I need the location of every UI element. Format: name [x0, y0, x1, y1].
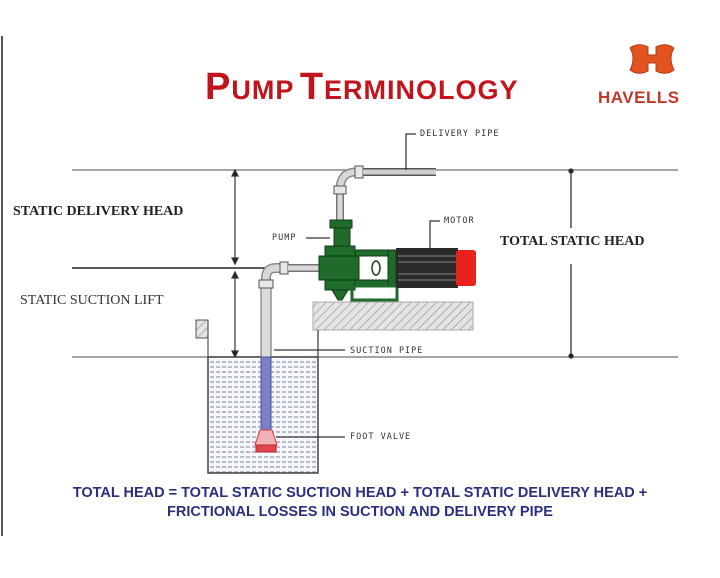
label-motor: MOTOR: [444, 216, 475, 226]
formula-line-2: FRICTIONAL LOSSES IN SUCTION AND DELIVER…: [167, 504, 553, 520]
label-static-delivery-head: STATIC DELIVERY HEAD: [13, 204, 184, 219]
title-initial-p: P: [205, 66, 232, 108]
label-foot-valve: FOOT VALVE: [350, 432, 412, 442]
title-rest-erminology: ERMINOLOGY: [324, 75, 519, 105]
pump-foundation: [312, 301, 474, 331]
total-static-head-dimension: [568, 168, 574, 359]
slide-left-border: [1, 36, 3, 536]
label-suction-pipe: SUCTION PIPE: [350, 346, 424, 356]
title-rest-ump: UMP: [231, 75, 295, 105]
havells-logo-icon: [629, 44, 675, 74]
label-delivery-pipe: DELIVERY PIPE: [420, 129, 500, 139]
suction-pipe: [258, 261, 322, 433]
brand-name: HAVELLS: [598, 88, 680, 107]
label-static-suction-lift: STATIC SUCTION LIFT: [20, 293, 164, 308]
formula-line-1: TOTAL HEAD = TOTAL STATIC SUCTION HEAD +…: [72, 485, 648, 501]
static-delivery-head-dimension: [231, 168, 239, 266]
pump-coupling: [371, 260, 381, 276]
slide-title: PUMP TERMINOLOGY: [205, 66, 519, 109]
label-pump: PUMP: [272, 233, 297, 243]
leader-lines: [274, 133, 440, 438]
pump-icon: [318, 219, 399, 302]
delivery-pipe: [333, 165, 436, 220]
total-head-formula: TOTAL HEAD = TOTAL STATIC SUCTION HEAD +…: [0, 484, 720, 522]
static-suction-lift-dimension: [231, 270, 239, 359]
title-initial-t: T: [299, 66, 325, 108]
well-wall-hatch: [195, 319, 209, 339]
foot-valve-icon: [254, 429, 278, 453]
motor-icon: [396, 248, 476, 288]
label-total-static-head: TOTAL STATIC HEAD: [500, 234, 645, 249]
